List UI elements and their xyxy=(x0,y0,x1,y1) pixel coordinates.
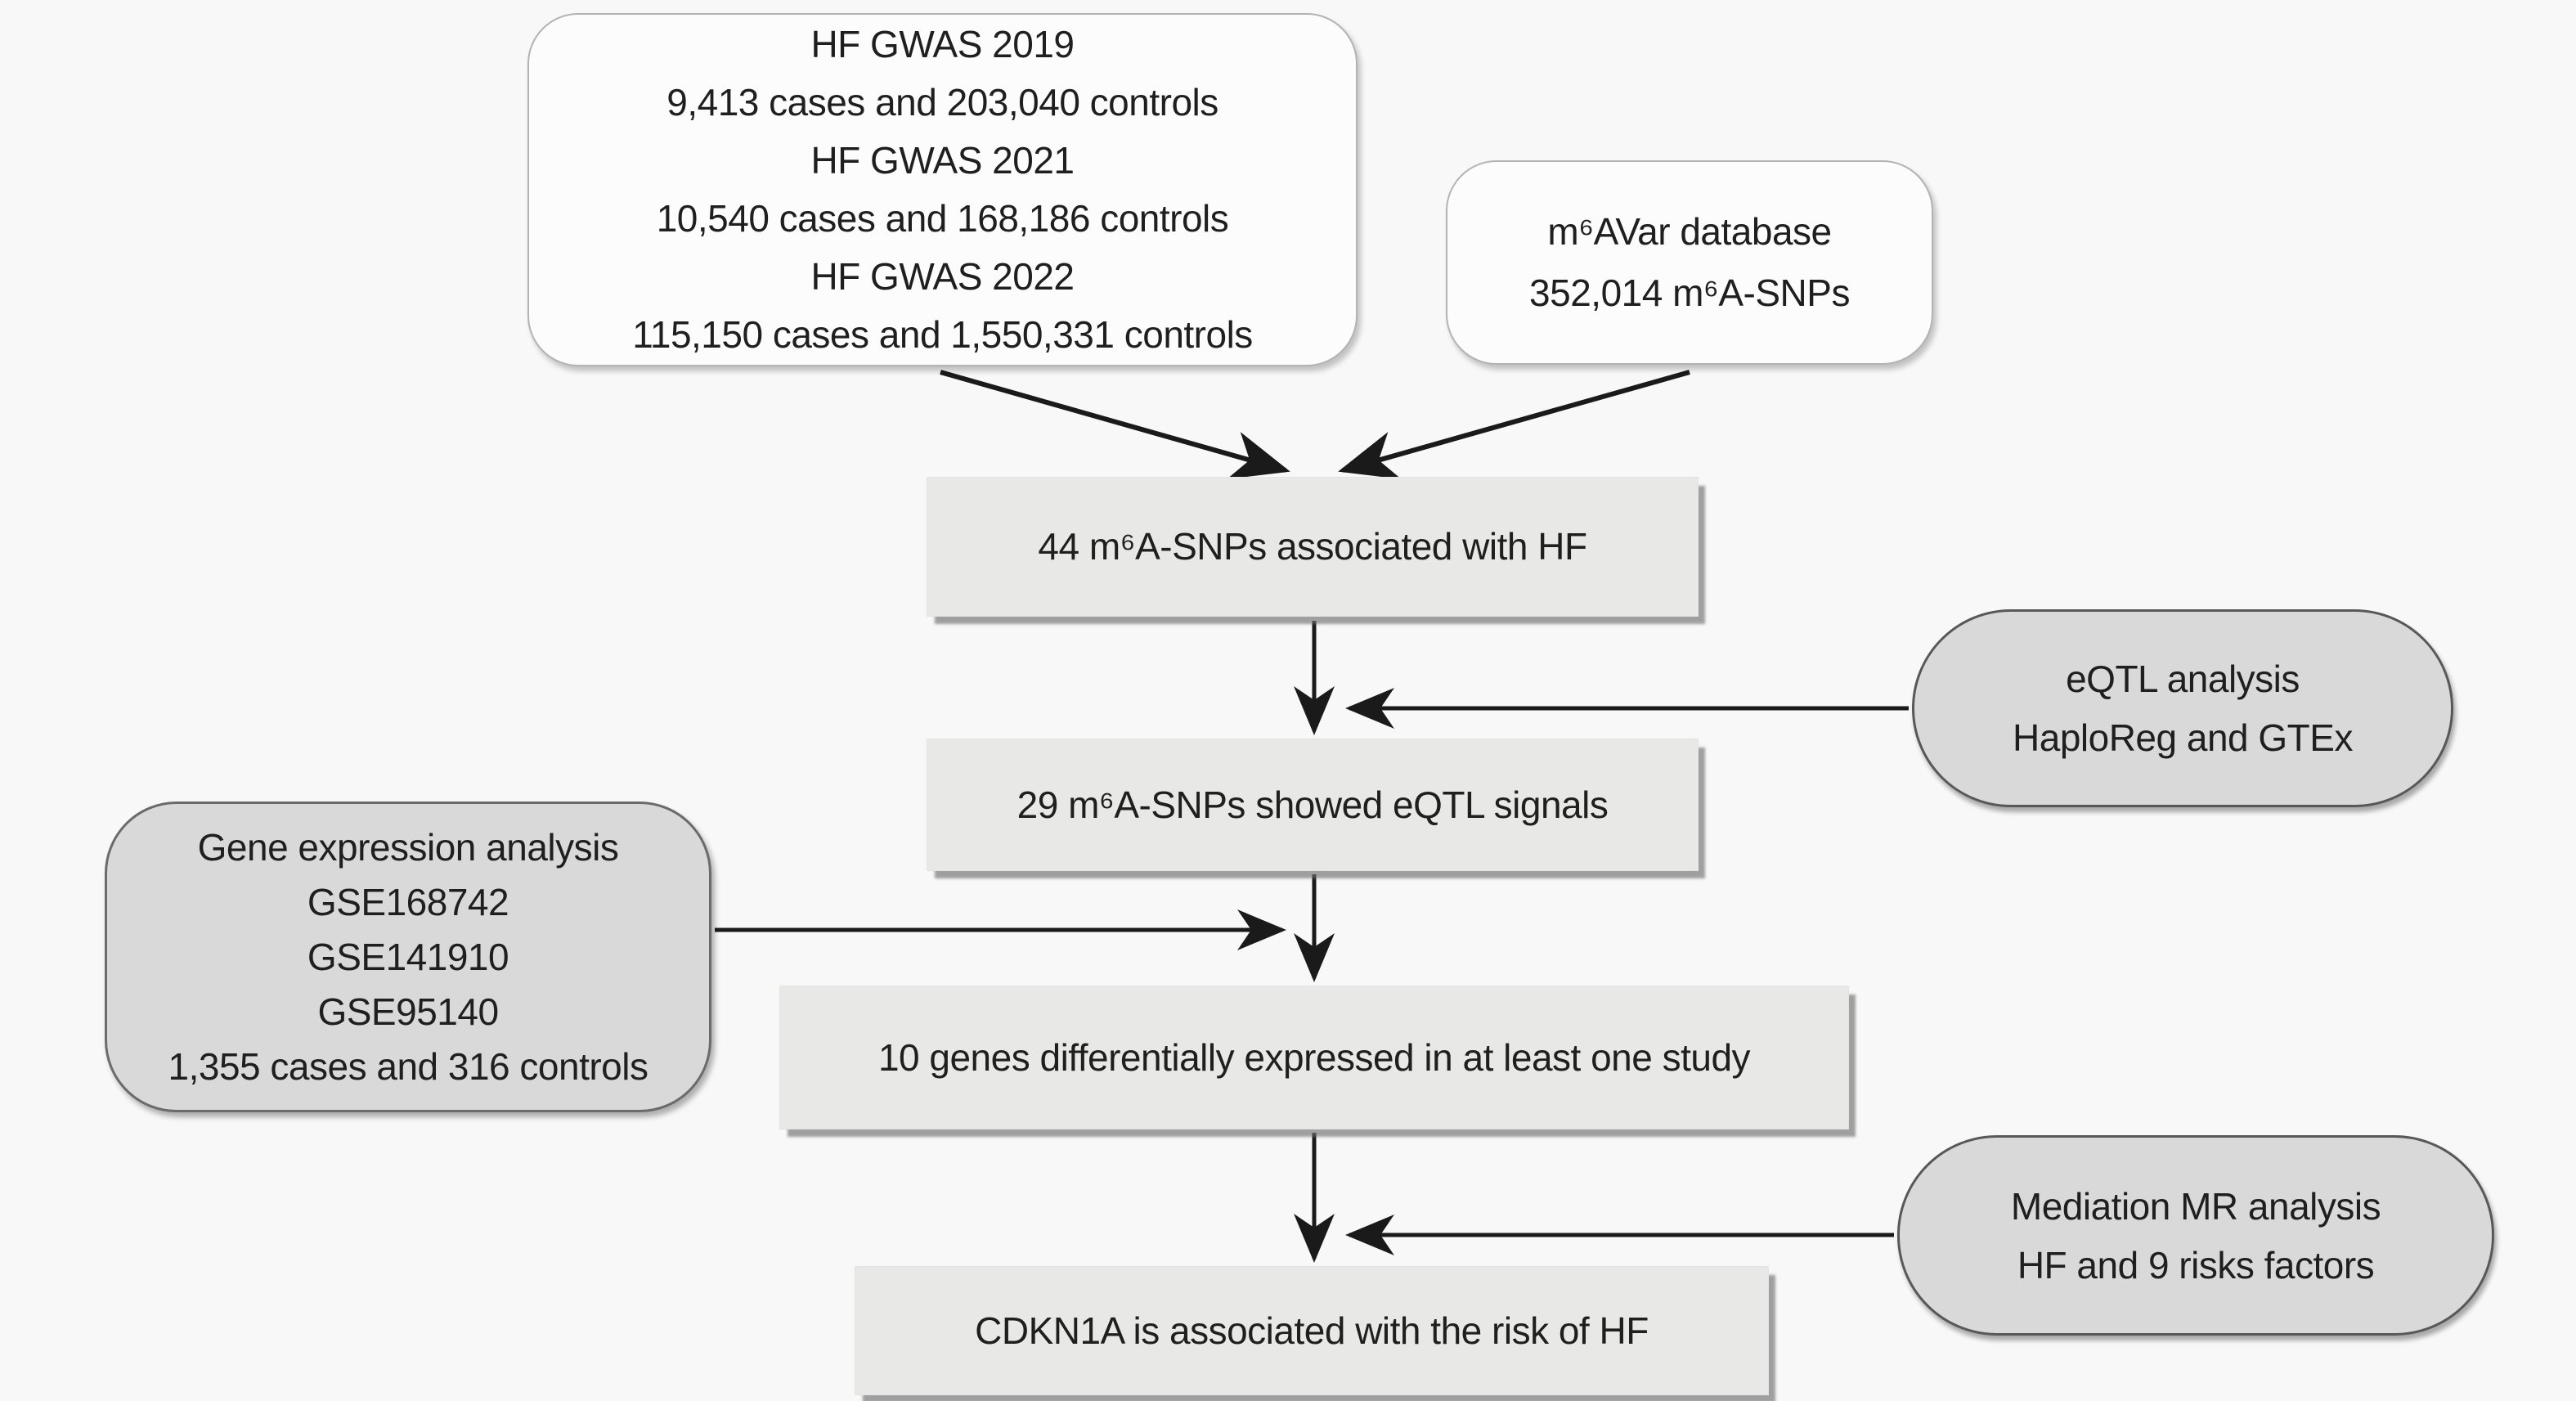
snps44-node: 44 m⁶A-SNPs associated with HF xyxy=(927,477,1699,617)
gene-expression-node: Gene expression analysis GSE168742 GSE14… xyxy=(105,802,711,1112)
node-line: 44 m⁶A-SNPs associated with HF xyxy=(1038,525,1587,568)
node-line: GSE95140 xyxy=(317,990,499,1033)
mediation-mr-node: Mediation MR analysis HF and 9 risks fac… xyxy=(1897,1135,2494,1336)
node-line: Mediation MR analysis xyxy=(2010,1184,2381,1228)
node-line: 29 m⁶A-SNPs showed eQTL signals xyxy=(1016,783,1609,826)
node-line: 10 genes differentially expressed in at … xyxy=(877,1035,1751,1079)
node-line: HaploReg and GTEx xyxy=(2013,716,2353,759)
eqtl-analysis-node: eQTL analysis HaploReg and GTEx xyxy=(1912,609,2453,807)
node-line: m⁶AVar database xyxy=(1547,210,1832,253)
gwas-sources-node: HF GWAS 2019 9,413 cases and 203,040 con… xyxy=(527,13,1358,366)
arrow-gwas-to-snps44 xyxy=(940,370,1290,479)
node-line: 9,413 cases and 203,040 controls xyxy=(666,81,1218,123)
node-line: HF and 9 risks factors xyxy=(2017,1243,2375,1286)
node-line: 10,540 cases and 168,186 controls xyxy=(656,197,1229,240)
snps29-node: 29 m⁶A-SNPs showed eQTL signals xyxy=(927,739,1699,871)
node-line: HF GWAS 2022 xyxy=(810,255,1075,298)
m6avar-database-node: m⁶AVar database 352,014 m⁶A-SNPs xyxy=(1446,160,1933,365)
node-line: HF GWAS 2021 xyxy=(810,139,1075,182)
node-line: 115,150 cases and 1,550,331 controls xyxy=(632,313,1253,356)
node-line: Gene expression analysis xyxy=(197,825,619,869)
cdkn1a-node: CDKN1A is associated with the risk of HF xyxy=(855,1266,1769,1395)
genes10-node: 10 genes differentially expressed in at … xyxy=(779,986,1849,1129)
node-line: 352,014 m⁶A-SNPs xyxy=(1529,272,1850,314)
node-line: 1,355 cases and 316 controls xyxy=(168,1044,648,1088)
node-line: CDKN1A is associated with the risk of HF xyxy=(975,1309,1649,1352)
node-line: HF GWAS 2019 xyxy=(810,23,1075,65)
node-line: eQTL analysis xyxy=(2066,658,2300,700)
arrow-m6avar-to-snps44 xyxy=(1338,370,1690,479)
node-line: GSE141910 xyxy=(307,935,509,978)
node-line: GSE168742 xyxy=(307,880,509,923)
